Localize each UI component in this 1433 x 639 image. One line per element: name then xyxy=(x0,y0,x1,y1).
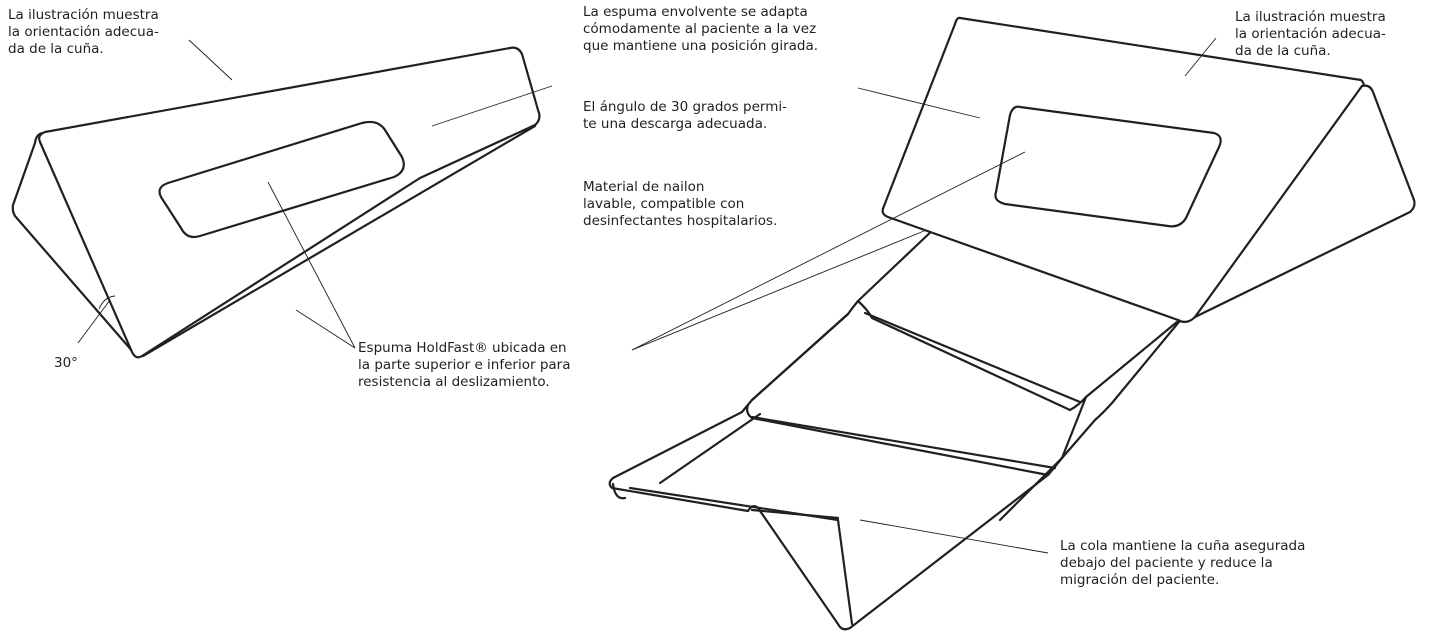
leader-wrap-foam-left xyxy=(431,85,553,127)
tail-fold-2-inner xyxy=(750,415,1057,470)
leader-holdfast-right-2 xyxy=(631,230,925,351)
left-wedge xyxy=(11,46,541,359)
left-wedge-bottom-edge xyxy=(141,124,537,358)
leader-tail xyxy=(859,519,1049,554)
tail-panel-lines xyxy=(628,312,1088,626)
leader-orientation-right xyxy=(1184,37,1217,77)
right-wedge-slot xyxy=(994,105,1222,228)
left-wedge-slot xyxy=(158,120,405,239)
leader-wrap-foam-right xyxy=(857,87,981,119)
label-angle-value: 30° xyxy=(54,355,78,371)
leader-lines xyxy=(77,37,1217,554)
leader-orientation-left xyxy=(188,39,233,81)
leader-holdfast-top xyxy=(267,181,356,349)
leader-angle xyxy=(77,299,111,344)
tail-fold-1-inner xyxy=(863,311,1082,404)
label-angle-note: El ángulo de 30 grados permi-te una desc… xyxy=(583,99,787,132)
right-wedge-side-face xyxy=(1193,84,1416,319)
leader-holdfast-right-1 xyxy=(631,151,1026,351)
tail-end-rounded xyxy=(611,482,840,520)
leader-holdfast-bottom xyxy=(295,309,356,349)
right-wedge-with-tail xyxy=(608,16,1416,631)
angle-arc xyxy=(98,295,116,310)
tail-fold-1 xyxy=(856,299,1185,412)
